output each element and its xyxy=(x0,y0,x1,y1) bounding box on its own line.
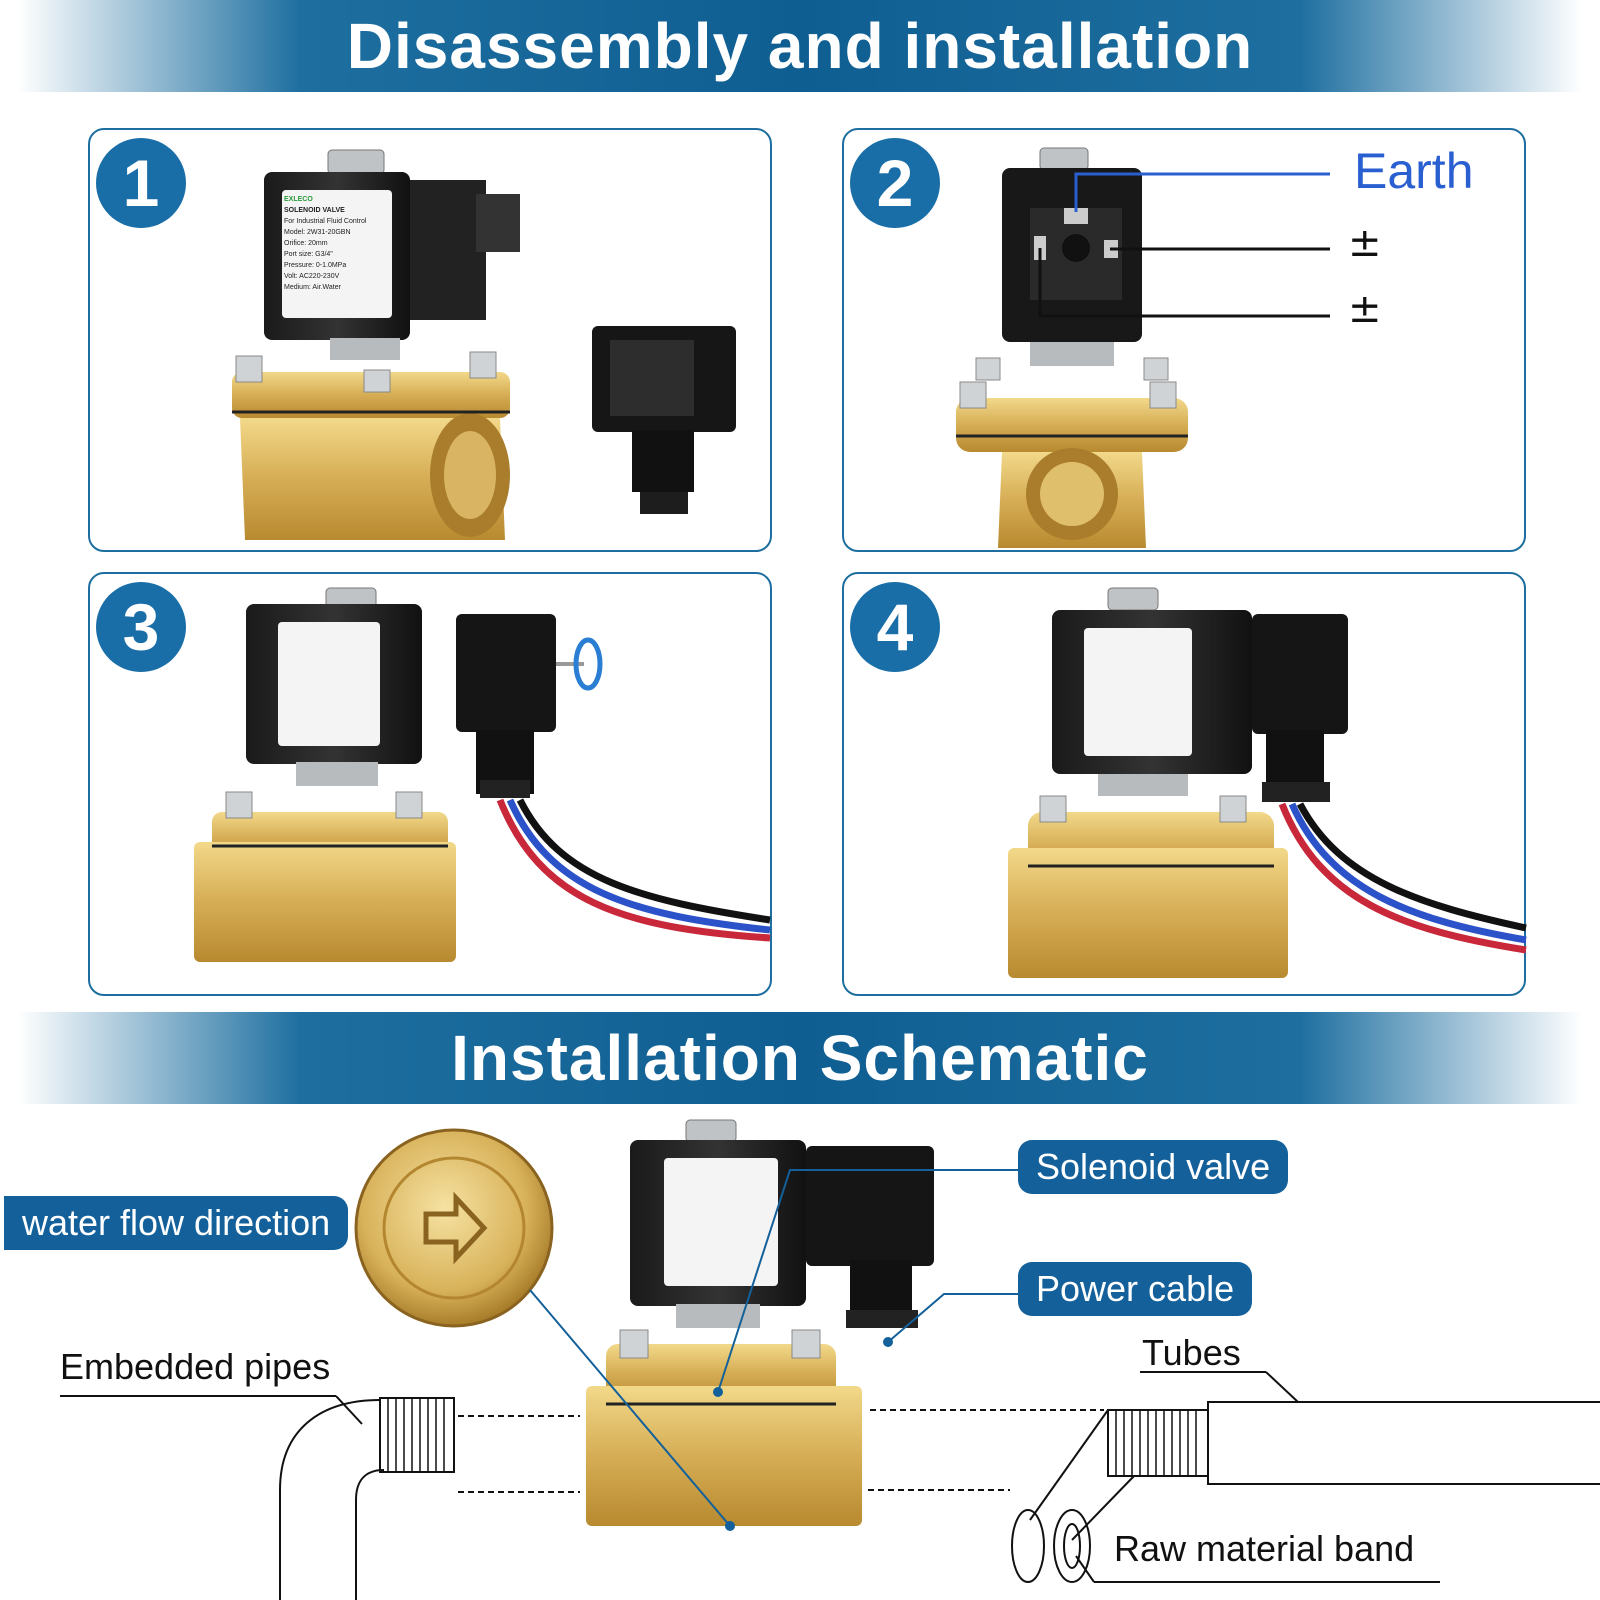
nameplate-pressure: Pressure: 0-1.0MPa xyxy=(284,262,347,269)
nameplate-orifice: Orifice: 20mm xyxy=(284,240,328,247)
power-cable-label: Power cable xyxy=(1018,1262,1253,1316)
step-badge-3: 3 xyxy=(96,582,186,672)
raw-material-band-label: Raw material band xyxy=(1114,1528,1415,1569)
tube-assembly xyxy=(868,1371,1600,1583)
nameplate-medium: Medium: Air.Water xyxy=(284,284,341,291)
step-panel-2: 2 xyxy=(842,128,1526,552)
bottom-banner-title: Installation Schematic xyxy=(451,1022,1149,1094)
bottom-banner: Installation Schematic xyxy=(18,1012,1582,1104)
panel1-valve xyxy=(232,149,736,540)
embedded-pipes-label: Embedded pipes xyxy=(60,1346,331,1387)
terminal-label-1: ± xyxy=(1348,220,1382,266)
step-badge-1: 1 xyxy=(96,138,186,228)
nameplate-port: Port size: G3/4" xyxy=(284,251,333,258)
flow-direction-disc xyxy=(354,1128,554,1328)
schematic-valve xyxy=(586,1119,934,1531)
earth-label: Earth xyxy=(1354,143,1474,199)
leader-lines xyxy=(529,1169,1018,1527)
panel4-valve xyxy=(1008,587,1527,978)
top-banner: Disassembly and installation xyxy=(18,0,1582,92)
step-badge-4: 4 xyxy=(850,582,940,672)
nameplate-model: Model: 2W31-20GBN xyxy=(284,229,351,236)
tubes-label: Tubes xyxy=(1142,1332,1241,1373)
nameplate-line1: SOLENOID VALVE xyxy=(284,207,345,214)
valve-nameplate: EXLECO SOLENOID VALVE For Industrial Flu… xyxy=(284,194,392,293)
panel3-valve xyxy=(194,587,771,962)
water-flow-direction-label: water flow direction xyxy=(4,1196,349,1250)
solenoid-valve-label: Solenoid valve xyxy=(1018,1140,1289,1194)
panel2-valve xyxy=(956,147,1330,548)
terminal-label-2: ± xyxy=(1348,286,1382,332)
nameplate-brand: EXLECO xyxy=(284,196,313,203)
step-badge-2: 2 xyxy=(850,138,940,228)
nameplate-line2: For Industrial Fluid Control xyxy=(284,218,367,225)
embedded-pipe-elbow xyxy=(60,1395,580,1600)
nameplate-volt: Volt: AC220-230V xyxy=(284,273,340,280)
top-banner-title: Disassembly and installation xyxy=(346,10,1254,82)
